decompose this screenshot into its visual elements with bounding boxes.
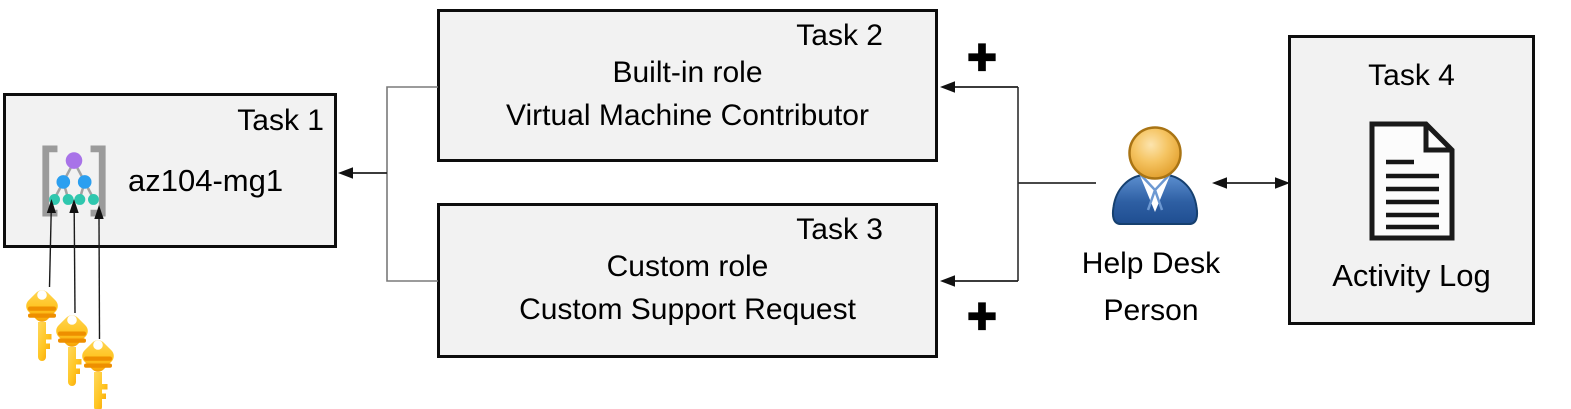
key-icon-2 [52, 311, 92, 386]
task2-text: Built-in role Virtual Machine Contributo… [440, 51, 935, 137]
task2-line1: Built-in role [612, 56, 763, 89]
task3-line1: Custom role [606, 250, 769, 283]
task1-label: az104-mg1 [128, 163, 284, 198]
document-icon [1366, 120, 1458, 247]
task2-line2: Virtual Machine Contributor [506, 99, 869, 132]
plus-icon-top: + [966, 29, 997, 85]
task2-box: Task 2 Built-in role Virtual Machine Con… [437, 9, 938, 162]
task3-line2: Custom Support Request [519, 293, 856, 326]
task1-box: Task 1 az104-mg1 [3, 93, 337, 248]
plus-icon-bottom: + [966, 288, 997, 344]
person-label: Help Desk Person [1051, 240, 1251, 334]
person-label-line2: Person [1103, 294, 1199, 327]
task4-box: Task 4 Activity Log [1288, 35, 1535, 325]
task2-title: Task 2 [796, 19, 883, 52]
keys-group [22, 286, 118, 409]
key-icon-1 [22, 286, 62, 361]
task3-title: Task 3 [796, 213, 883, 246]
arrowhead-task3 [940, 275, 955, 287]
arrowhead-task1 [338, 167, 353, 179]
management-group-icon [42, 145, 106, 217]
task4-title: Task 4 [1368, 59, 1455, 92]
task3-text: Custom role Custom Support Request [440, 245, 935, 331]
task1-title: Task 1 [237, 104, 324, 137]
help-desk-person-icon [1108, 126, 1202, 233]
task3-box: Task 3 Custom role Custom Support Reques… [437, 203, 938, 358]
key-icon-3 [78, 336, 118, 409]
connector-bracket-left [386, 86, 438, 282]
arrowhead-task2 [940, 81, 955, 93]
person-label-line1: Help Desk [1081, 247, 1221, 280]
task1-content: az104-mg1 [38, 142, 283, 220]
arrowhead-person [1212, 177, 1227, 189]
task4-label: Activity Log [1332, 258, 1491, 293]
